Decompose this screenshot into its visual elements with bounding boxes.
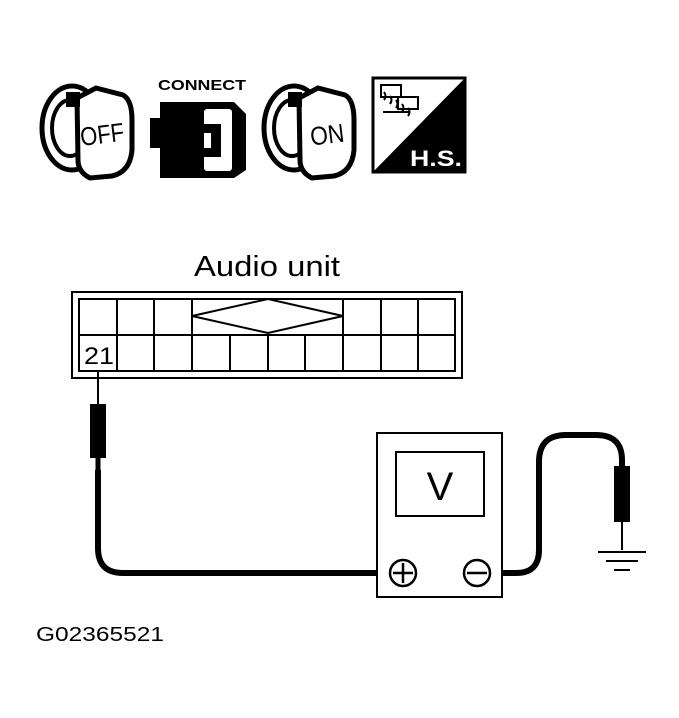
harness-side-icon: H.S. [371, 76, 467, 174]
connector-key [191, 297, 344, 335]
positive-terminal [388, 558, 418, 588]
positive-probe [90, 372, 106, 470]
voltmeter-display [395, 451, 485, 517]
ignition-off-icon: OFF [39, 83, 135, 181]
figure-id: G02365521 [36, 624, 164, 646]
connector-label: CONNECT [158, 77, 246, 94]
negative-terminal [462, 558, 492, 588]
positive-lead-wire [95, 470, 390, 576]
negative-probe [614, 466, 630, 550]
terminal-number: 21 [84, 343, 114, 370]
ignition-off-label: OFF [78, 117, 125, 152]
ground-icon [598, 551, 646, 571]
voltmeter: V [376, 432, 503, 598]
ignition-on-icon: ON [261, 83, 357, 181]
harness-side-label: H.S. [410, 146, 462, 171]
ignition-on-label: ON [308, 118, 345, 152]
voltmeter-unit: V [427, 465, 454, 509]
connector-icon [150, 102, 246, 178]
audio-unit-connector: 21 [71, 291, 463, 379]
negative-lead-wire [490, 432, 625, 576]
harness-connector-icon [380, 84, 419, 117]
connector-unit-label: Audio unit [194, 251, 340, 283]
